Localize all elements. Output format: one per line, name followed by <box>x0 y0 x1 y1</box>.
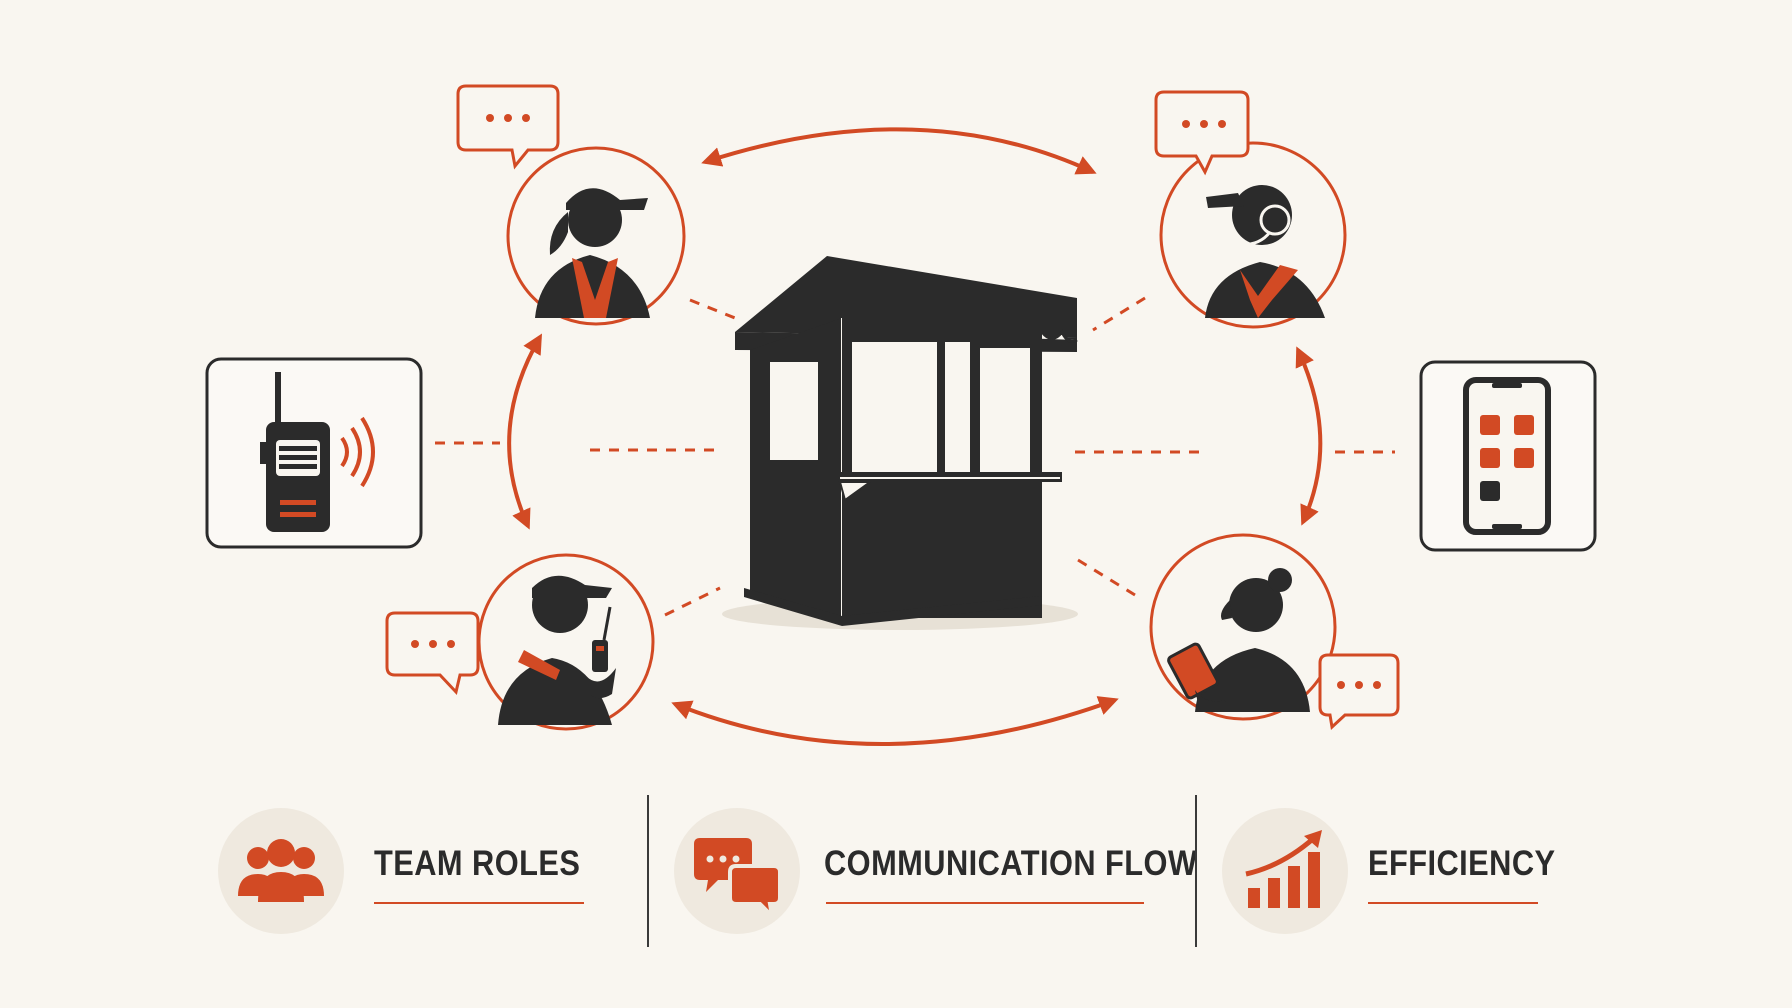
legend-underline <box>1368 902 1538 904</box>
chat-bubble <box>1318 653 1400 730</box>
arrow-top <box>701 127 1097 175</box>
role-headset-operator <box>1154 90 1347 329</box>
arrow-left <box>507 333 543 530</box>
legend-label-efficiency: EFFICIENCY <box>1368 844 1556 883</box>
arrow-bottom <box>671 696 1119 746</box>
walkie-talkie-icon <box>260 372 375 532</box>
chat-bubble <box>456 84 560 170</box>
legend-label-communication-flow: COMMUNICATION FLOW <box>824 844 1198 883</box>
legend-divider <box>647 795 649 947</box>
growth-chart-icon <box>1222 808 1348 934</box>
legend-divider <box>1195 795 1197 947</box>
device-two-way-radio <box>205 357 423 549</box>
smartphone-apps-icon <box>1463 377 1551 535</box>
chat-bubble <box>385 611 480 696</box>
arrow-right <box>1295 346 1323 526</box>
concession-stand-icon <box>722 256 1078 630</box>
role-radio-runner <box>385 553 655 731</box>
legend-label-team-roles: TEAM ROLES <box>374 844 581 883</box>
dashed-connectors <box>435 296 1395 617</box>
team-group-icon <box>218 808 344 934</box>
cashier-apron-person-icon <box>535 188 650 318</box>
role-tablet-manager <box>1149 533 1400 730</box>
role-cashier <box>456 84 686 326</box>
device-mobile-app <box>1419 360 1597 552</box>
chat-bubble <box>1154 90 1250 176</box>
flow-arrows <box>507 127 1323 746</box>
chat-bubbles-icon <box>674 808 800 934</box>
legend-underline <box>826 902 1144 904</box>
legend-underline <box>374 902 584 904</box>
tablet-person-icon <box>1167 568 1310 712</box>
headset-person-icon <box>1205 185 1325 318</box>
walkie-talkie-person-icon <box>498 575 616 725</box>
